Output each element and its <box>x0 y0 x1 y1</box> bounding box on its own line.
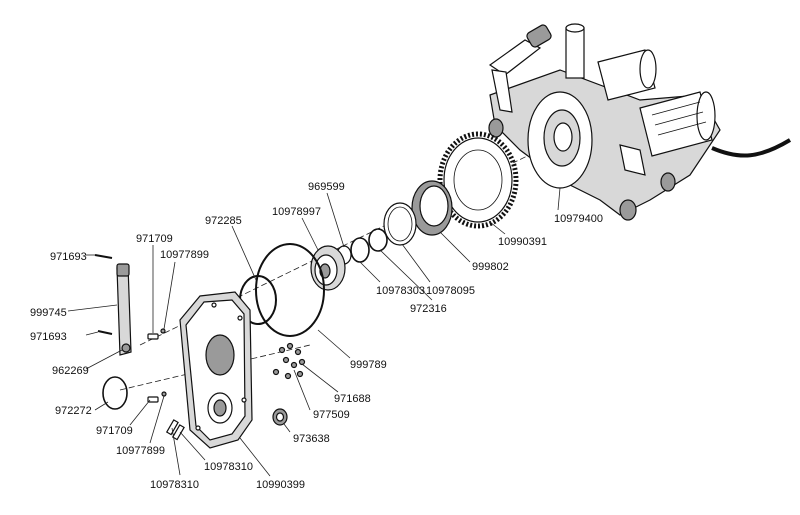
label-10990399: 10990399 <box>256 479 305 491</box>
lower-axis-line <box>119 344 311 391</box>
oring-999789 <box>255 243 325 337</box>
label-10978310-lower: 10978310 <box>150 479 199 491</box>
label-962269: 962269 <box>52 365 89 377</box>
washer-10977899a <box>160 328 166 334</box>
pulley-10978997 <box>310 245 346 291</box>
part-labels: 971693 999745 971693 962269 972272 97170… <box>30 181 603 491</box>
label-969599: 969599 <box>308 181 345 193</box>
large-gear-10990391 <box>437 131 519 229</box>
label-999802: 999802 <box>472 261 509 273</box>
label-10978997: 10978997 <box>272 206 321 218</box>
label-10978095: 10978095 <box>426 285 475 297</box>
label-971693-top: 971693 <box>50 251 87 263</box>
label-10977899-bottom: 10977899 <box>116 445 165 457</box>
label-977509: 977509 <box>313 409 350 421</box>
label-971709-bottom: 971709 <box>96 425 133 437</box>
label-971709-top: 971709 <box>136 233 173 245</box>
label-999745: 999745 <box>30 307 67 319</box>
bolt-971709b <box>147 396 159 403</box>
plug-973638 <box>272 408 288 426</box>
washer-10977899b <box>161 391 167 397</box>
label-10979400: 10979400 <box>554 213 603 225</box>
label-972285: 972285 <box>205 215 242 227</box>
label-972272: 972272 <box>55 405 92 417</box>
oring-972272 <box>102 376 128 410</box>
label-10990391: 10990391 <box>498 236 547 248</box>
label-973638: 973638 <box>293 433 330 445</box>
label-10977899-top: 10977899 <box>160 249 209 261</box>
spacer-ring-10978095 <box>383 202 417 246</box>
screw-971693a <box>94 254 113 259</box>
pin-10978310b <box>171 424 185 441</box>
label-10978310-upper: 10978310 <box>204 461 253 473</box>
screw-971693b <box>97 330 113 335</box>
pin-10978310a <box>165 419 179 436</box>
cover-plate-999745 <box>116 263 132 356</box>
screw-cluster-971688 <box>272 342 306 380</box>
label-999789: 999789 <box>350 359 387 371</box>
label-10978303: 10978303 <box>376 285 425 297</box>
bolt-971709a <box>147 333 159 340</box>
bearing-999802 <box>411 180 453 236</box>
label-971688: 971688 <box>334 393 371 405</box>
label-972316: 972316 <box>410 303 447 315</box>
leader-lines <box>67 187 561 477</box>
label-971693-bottom: 971693 <box>30 331 67 343</box>
ring-10978303 <box>350 237 370 263</box>
ring-972316 <box>368 228 388 252</box>
gear-housing-10990399 <box>179 291 253 449</box>
main-machine-assembly <box>488 23 792 221</box>
